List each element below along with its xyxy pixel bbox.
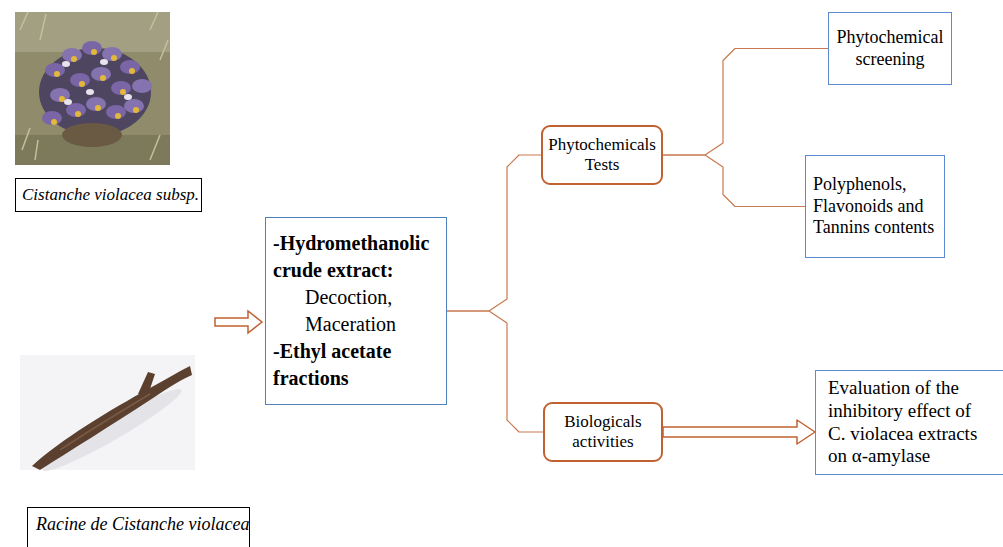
brace-connector (447, 155, 541, 311)
block-arrow (663, 420, 815, 444)
root-photo (20, 355, 195, 470)
plant-photo (79, 81, 85, 87)
plant-photo (64, 99, 72, 105)
box-text: Phytochemicals Tests (547, 135, 657, 176)
plant-photo (120, 89, 126, 95)
box-text: Cistanche violacea subsp. (22, 185, 195, 205)
hollow-arrow (215, 311, 262, 333)
root-photo (138, 372, 155, 398)
plant-photo (132, 79, 152, 93)
plant-photo (20, 12, 168, 160)
plant-photo (59, 96, 65, 102)
plant-photo (66, 103, 86, 117)
plant-photo (129, 68, 135, 74)
plant-photo (70, 73, 90, 87)
root-photo (32, 366, 192, 470)
box-text: Decoction, Maceration (273, 284, 440, 338)
plant-photo (15, 12, 170, 165)
box-text: -Ethyl acetate fractions (273, 338, 440, 392)
caption-box: Cistanche violacea subsp. (15, 178, 202, 212)
plant-photo (62, 48, 82, 62)
box-text: -Hydromethanolic crude extract: (273, 230, 440, 284)
plant-photo (124, 99, 144, 113)
hollow-arrow (215, 311, 262, 333)
plant-photo (86, 89, 94, 95)
brace-connector (663, 49, 828, 156)
result-box: Evaluation of the inhibitory effect of C… (815, 370, 1003, 475)
plant-photo (106, 105, 126, 119)
box-text: Racine de Cistanche violacea (36, 514, 241, 536)
root-photo (20, 355, 195, 479)
plant-photo (39, 48, 151, 136)
plant-photo (51, 119, 57, 125)
box-text: Phytochemical screening (835, 27, 945, 70)
result-box: Polyphenols, Flavonoids and Tannins cont… (805, 155, 945, 258)
plant-photo (86, 97, 106, 111)
caption-box: Racine de Cistanche violacea (27, 507, 250, 547)
result-box: Phytochemical screening (828, 12, 952, 85)
plant-photo (91, 49, 97, 55)
plant-photo (75, 111, 81, 117)
root-photo (60, 394, 150, 450)
plant-photo (133, 107, 139, 113)
plant-photo (115, 113, 121, 119)
extract-box: -Hydromethanolic crude extract:Decoction… (265, 217, 447, 405)
plant-photo (82, 41, 102, 55)
category-box: Phytochemicals Tests (541, 125, 663, 185)
brace-connector (447, 311, 543, 432)
plant-photo (62, 123, 122, 147)
plant-photo (111, 55, 117, 61)
plant-photo (111, 81, 131, 95)
plant-photo (71, 56, 77, 62)
plant-photo (100, 75, 106, 81)
plant-photo (15, 12, 170, 165)
plant-photo (120, 60, 140, 74)
brace-connector (663, 155, 805, 207)
category-box: Biologicals activities (543, 402, 663, 462)
plant-photo (102, 47, 122, 61)
box-text: Biologicals activities (549, 412, 657, 453)
plant-photo (54, 71, 60, 77)
plant-photo (42, 111, 62, 125)
box-text: Evaluation of the inhibitory effect of C… (828, 377, 986, 468)
plant-photo (100, 59, 108, 65)
box-text: Polyphenols, Flavonoids and Tannins cont… (813, 174, 937, 239)
root-photo (38, 381, 187, 478)
plant-photo (62, 61, 70, 67)
plant-photo (45, 63, 65, 77)
plant-photo (124, 94, 132, 100)
plant-photo (91, 67, 111, 81)
plant-photo (95, 105, 101, 111)
